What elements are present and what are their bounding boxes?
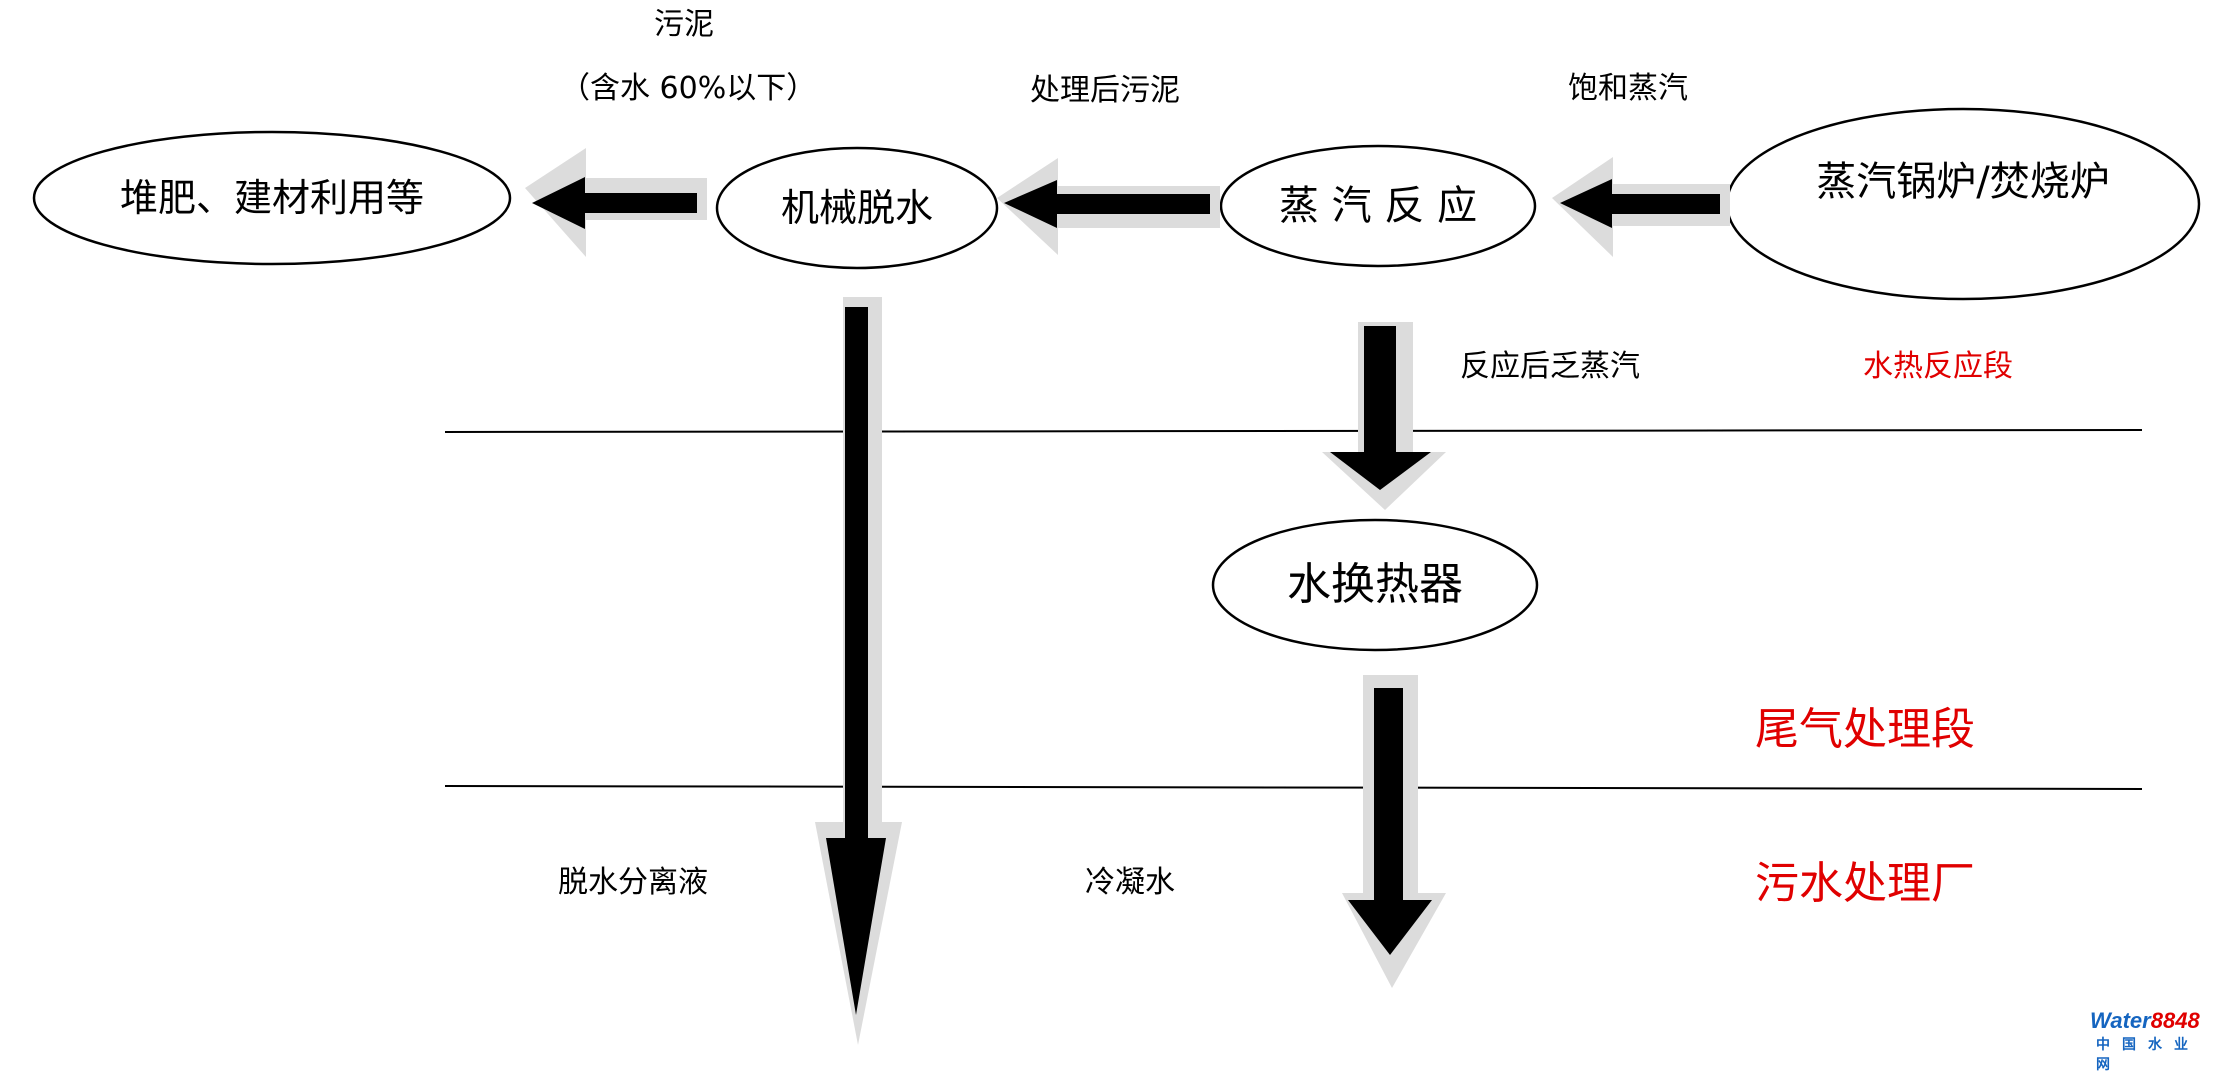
- label-condensate: 冷凝水: [1085, 865, 1175, 900]
- node-dewatering-label: 机械脱水: [780, 186, 933, 230]
- arrow-steam-to-heat-exchanger: [1322, 322, 1446, 510]
- arrow-dewatering-liquid-down: [815, 297, 902, 1045]
- label-water-content: （含水 60%以下）: [560, 71, 817, 106]
- section-wastewater: 污水处理厂: [1755, 858, 1975, 909]
- node-boiler-label: 蒸汽锅炉/焚烧炉: [1816, 159, 2110, 205]
- node-compost-label: 堆肥、建材利用等: [119, 176, 424, 220]
- logo-subtitle: 中国水业网: [2096, 1037, 2200, 1073]
- node-steam-reaction-ellipse: [1219, 144, 1537, 268]
- label-spent-steam: 反应后乏蒸汽: [1460, 349, 1640, 384]
- node-heat-exchanger-label: 水换热器: [1287, 559, 1463, 610]
- divider-line-lower: [444, 785, 2143, 790]
- arrow-boiler-to-reaction: [1552, 157, 1730, 257]
- section-hydrothermal: 水热反应段: [1863, 349, 2013, 384]
- node-compost-ellipse: [32, 130, 512, 266]
- node-heat-exchanger-ellipse: [1211, 518, 1539, 652]
- arrow-condensate-down: [1342, 675, 1446, 988]
- logo-text-number: 8848: [2150, 1008, 2200, 1033]
- label-sludge: 污泥: [654, 7, 714, 42]
- section-exhaust: 尾气处理段: [1755, 704, 1975, 755]
- divider-line-upper: [444, 429, 2143, 433]
- arrow-reaction-to-dewatering: [997, 158, 1220, 255]
- logo-text-water: Water: [2090, 1008, 2151, 1033]
- arrow-dewatering-to-compost: [525, 148, 707, 257]
- label-saturated-steam: 饱和蒸汽: [1568, 71, 1688, 106]
- label-dewatering-liquid: 脱水分离液: [558, 865, 708, 900]
- logo-wordmark: Water8848: [2090, 1008, 2200, 1034]
- watermark-logo: Water8848 中国水业网: [2090, 1008, 2220, 1073]
- label-treated-sludge: 处理后污泥: [1030, 73, 1180, 108]
- node-dewatering-ellipse: [715, 146, 999, 270]
- node-steam-reaction-label: 蒸 汽 反 应: [1278, 183, 1478, 229]
